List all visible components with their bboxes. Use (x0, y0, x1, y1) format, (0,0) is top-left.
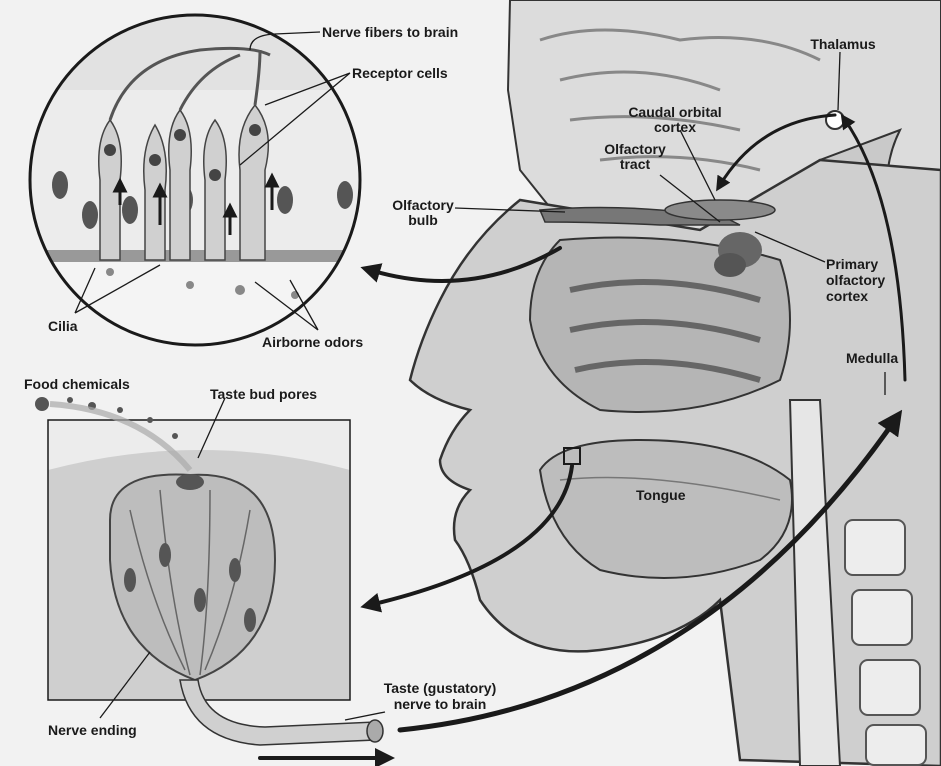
label-caudal-orbital-line1: Caudal orbital (605, 104, 745, 120)
label-olfactory-bulb-line1: Olfactory (378, 197, 468, 213)
taste-bud-zoom (35, 397, 383, 745)
label-caudal-orbital-line2: cortex (605, 119, 745, 135)
label-taste-bud-pores: Taste bud pores (210, 386, 317, 402)
label-cilia: Cilia (48, 318, 78, 334)
label-primary-olfactory-line2: olfactory (826, 272, 885, 288)
label-food-chemicals: Food chemicals (24, 376, 130, 392)
label-thalamus: Thalamus (798, 36, 888, 52)
label-olfactory-tract-line2: tract (590, 156, 680, 172)
label-olfactory-bulb-line2: bulb (378, 212, 468, 228)
label-airborne-odors: Airborne odors (262, 334, 363, 350)
label-primary-olfactory-line1: Primary (826, 256, 878, 272)
label-olfactory-tract-line1: Olfactory (590, 141, 680, 157)
label-medulla: Medulla (846, 350, 898, 366)
label-taste-nerve-line1: Taste (gustatory) (370, 680, 510, 696)
label-receptor-cells: Receptor cells (352, 65, 448, 81)
label-primary-olfactory-line3: cortex (826, 288, 868, 304)
label-nerve-ending: Nerve ending (48, 722, 137, 738)
label-tongue: Tongue (636, 487, 686, 503)
label-taste-nerve-line2: nerve to brain (370, 696, 510, 712)
label-nerve-fibers: Nerve fibers to brain (322, 24, 458, 40)
